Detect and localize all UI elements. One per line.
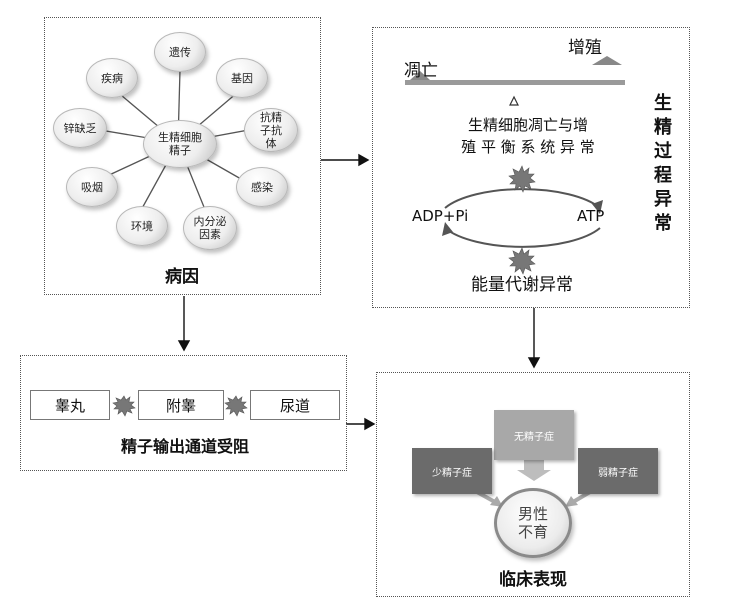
factor-bubble-zinc-deficiency: 锌缺乏 [53, 108, 107, 148]
fulcrum-icon [509, 95, 519, 106]
obstruction-panel [20, 355, 347, 471]
spermatogenesis-panel [372, 27, 690, 308]
balance-text-line2: 殖 平 衡 系 统 异 常 [461, 138, 595, 156]
proliferation-label: 增殖 [568, 38, 602, 58]
factor-bubble-antisperm-antibody: 抗精子抗体 [244, 108, 298, 152]
adp-label: ADP+Pi [412, 207, 469, 225]
burst-icon [112, 395, 136, 417]
testis-box: 睾丸 [30, 390, 110, 420]
cycle-arc-bottom [444, 227, 601, 248]
factor-bubble-infection: 感染 [236, 167, 288, 207]
male-infertility-circle: 男性 不育 [494, 488, 572, 558]
factor-bubble-smoking: 吸烟 [66, 167, 118, 207]
burst-icon [508, 165, 536, 193]
factor-bubble-environment: 环境 [116, 206, 168, 246]
seesaw-beam [405, 80, 625, 85]
balance-text-line1: 生精细胞凋亡与增 [467, 116, 588, 134]
clinical-panel [376, 372, 690, 597]
etiology-title: 病因 [165, 267, 199, 287]
apoptosis-label: 凋亡 [404, 61, 438, 81]
atp-label: ATP [577, 207, 605, 225]
right-weight [592, 56, 622, 65]
burst-icon [224, 395, 248, 417]
obstruction-title: 精子输出通道受阻 [120, 437, 249, 456]
factor-bubble-disease: 疾病 [86, 58, 138, 98]
left-weight [410, 71, 430, 80]
factor-bubble-genetic: 遗传 [154, 32, 206, 72]
epididymis-box: 附睾 [138, 390, 224, 420]
urethra-box: 尿道 [250, 390, 340, 420]
factor-bubble-endocrine: 内分泌因素 [183, 206, 237, 250]
energy-metabolism-label: 能量代谢异常 [471, 275, 573, 295]
down-arrow [517, 460, 551, 481]
oligospermia-box: 少精子症 [412, 448, 492, 494]
spermatogenesis-title: 生精过程异常 [654, 93, 672, 234]
clinical-title: 临床表现 [499, 570, 567, 590]
factor-bubble-gene: 基因 [216, 58, 268, 98]
infertility-line1: 男性 [517, 505, 548, 523]
factor-bubble-center: 生精细胞精子 [143, 120, 217, 168]
burst-icon [508, 247, 536, 275]
azoospermia-box: 无精子症 [494, 410, 574, 460]
infertility-line2: 不育 [517, 523, 548, 541]
asthenospermia-box: 弱精子症 [578, 448, 658, 494]
etiology-panel [44, 17, 321, 295]
